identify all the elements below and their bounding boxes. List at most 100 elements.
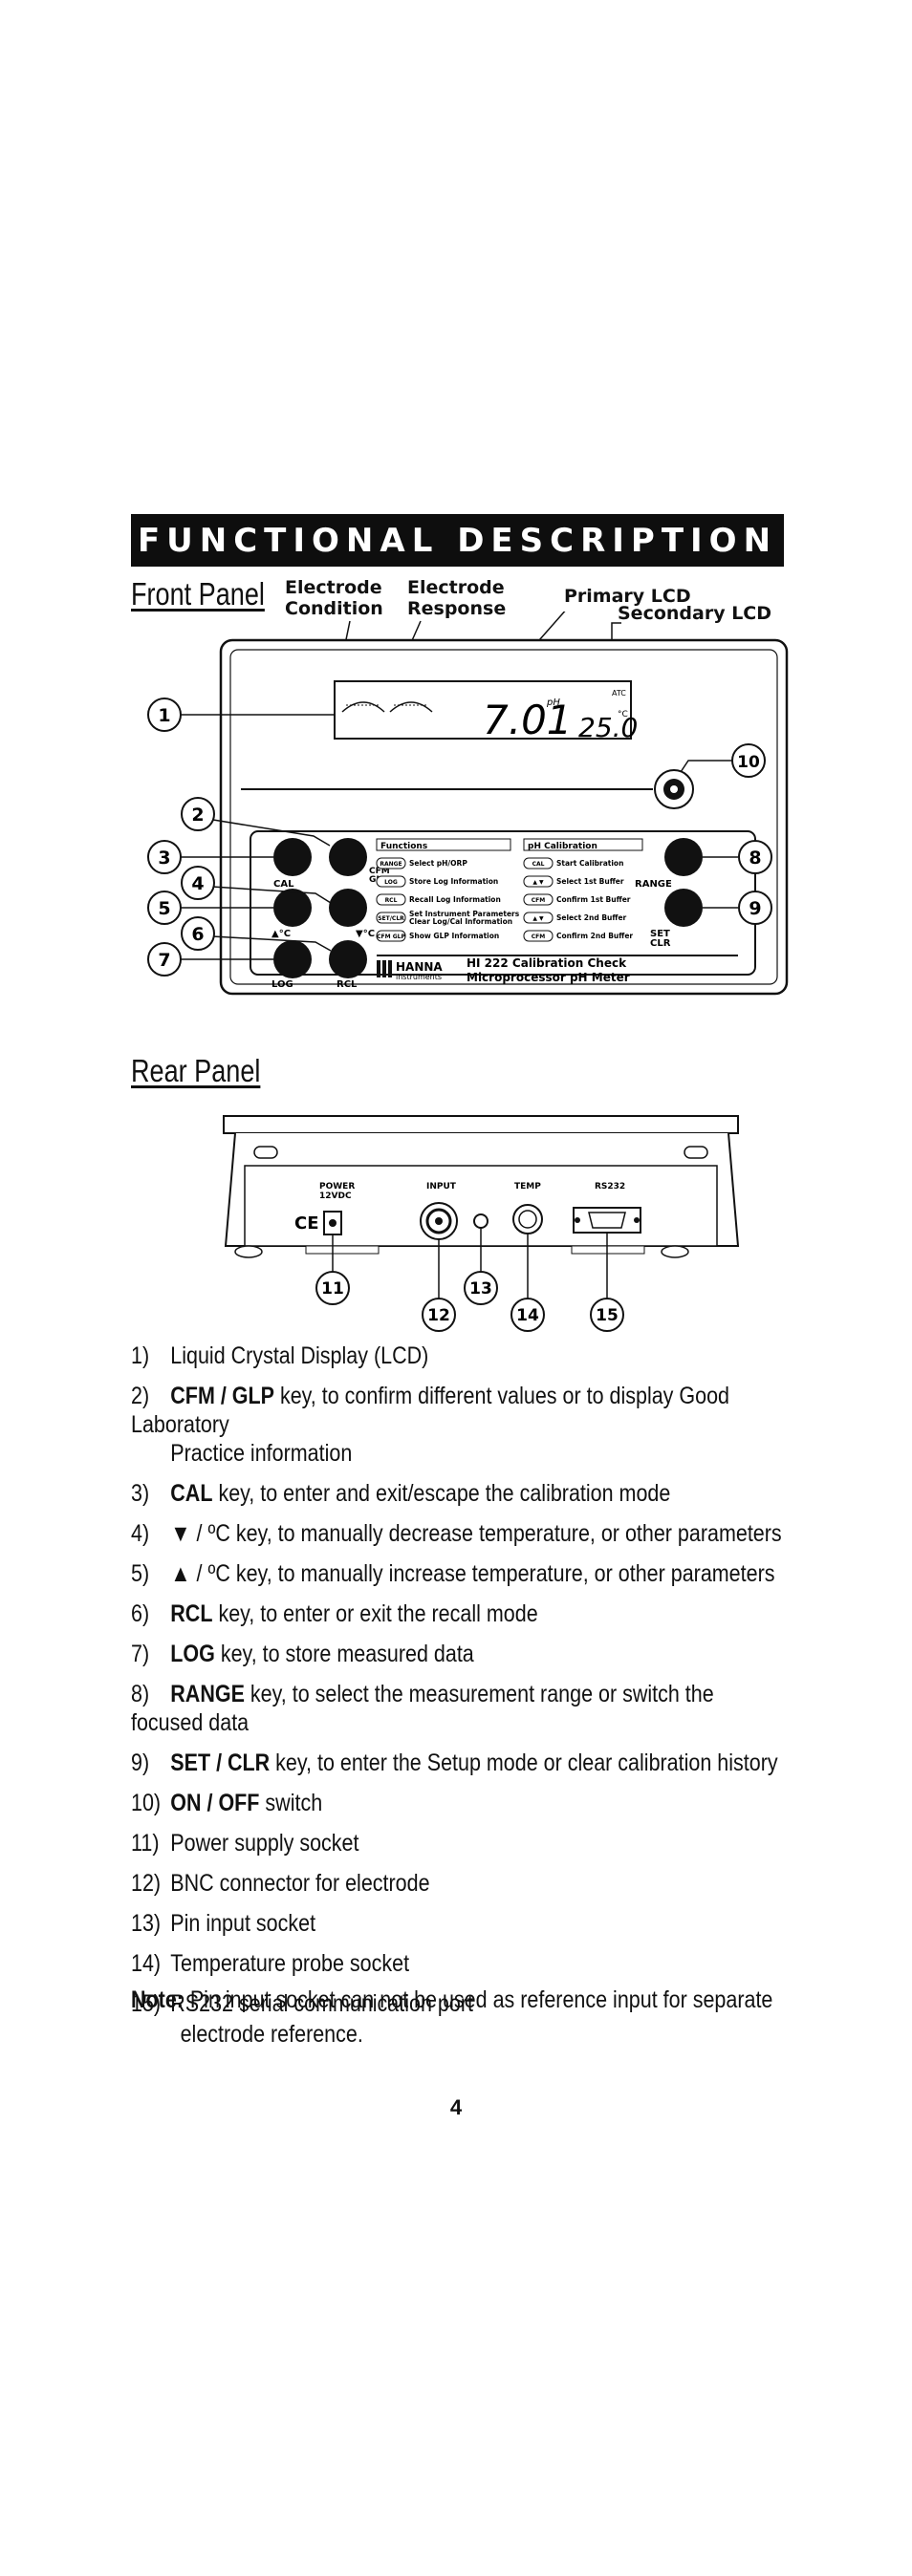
function-description: Select 2nd Buffer	[556, 913, 627, 922]
rs232-screw	[634, 1217, 640, 1223]
item-number: 9)	[131, 1750, 150, 1776]
front-panel-diagram: 7.01 pH ATC °C 25.0 CAL CFM GLP ▲°C ▼°C …	[147, 612, 789, 996]
marker-1: 1	[147, 698, 182, 732]
item-number: 2)	[131, 1383, 150, 1409]
lcd-secondary-unit: °C	[618, 710, 628, 719]
list-item: 13) Pin input socket	[131, 1909, 789, 1938]
item-number: 15)	[131, 1990, 162, 2017]
marker-number: 2	[191, 805, 204, 826]
list-item: 2)CFM / GLP key, to confirm different va…	[131, 1382, 789, 1468]
brand-logo-bar	[382, 960, 386, 977]
item-key: ▲	[170, 1560, 191, 1587]
key-pill-label: CAL	[532, 861, 545, 868]
page-title: FUNCTIONAL DESCRIPTION	[137, 521, 778, 560]
marker-number: 1	[158, 705, 170, 726]
item-number: 10)	[131, 1790, 162, 1816]
marker-6: 6	[181, 916, 215, 951]
function-description: Start Calibration	[556, 859, 623, 868]
note-label: Note:	[131, 1986, 184, 2013]
note: Note:Pin input socket can not be used as…	[131, 1983, 789, 2051]
item-text: key, to enter the Setup mode or clear ca…	[270, 1750, 778, 1776]
cal-key-label: CAL	[273, 879, 294, 890]
item-text: Power supply socket	[170, 1830, 359, 1857]
function-description: Show GLP Information	[409, 932, 499, 940]
marker-4: 4	[181, 866, 215, 900]
item-text: / ºC key, to manually increase temperatu…	[190, 1560, 775, 1587]
callout-line: Electrode	[285, 577, 382, 598]
marker-leader	[211, 886, 332, 904]
list-item: 10)ON / OFF switch	[131, 1789, 789, 1817]
marker-5: 5	[147, 891, 182, 925]
rear-panel-diagram: POWER 12VDC CE INPUT TEMP RS232 11 12 13…	[223, 1115, 740, 1332]
item-continuation: Practice information	[170, 1440, 353, 1467]
item-number: 12)	[131, 1870, 162, 1897]
brand-sub: instruments	[396, 973, 442, 981]
power-socket-pin	[329, 1219, 337, 1227]
marker-circle	[510, 1298, 545, 1332]
calibration-header: pH Calibration	[528, 842, 597, 851]
marker-number: 12	[427, 1306, 450, 1325]
item-key: ON / OFF	[170, 1790, 260, 1816]
rcl-key[interactable]	[329, 940, 367, 978]
cal-key[interactable]	[273, 838, 312, 876]
item-number: 13)	[131, 1910, 162, 1937]
key-pill	[376, 857, 406, 869]
key-pill	[376, 912, 406, 924]
marker-11: 11	[315, 1271, 350, 1305]
key-pill	[376, 875, 406, 888]
marker-number: 11	[321, 1279, 344, 1299]
cfm-key-label: CFM	[369, 867, 390, 876]
temperature-socket-inner	[518, 1210, 537, 1229]
range-key[interactable]	[664, 838, 703, 876]
cfm-glp-key[interactable]	[329, 838, 367, 876]
list-item: 12)BNC connector for electrode	[131, 1869, 789, 1898]
marker-12: 12	[422, 1298, 456, 1332]
item-number: 14)	[131, 1950, 162, 1977]
note-line-2: electrode reference.	[180, 2021, 363, 2048]
range-key-label: RANGE	[635, 879, 672, 890]
electrode-condition-callout: Electrode Condition	[285, 577, 383, 619]
callout-line: Condition	[285, 598, 383, 619]
log-key[interactable]	[273, 940, 312, 978]
marker-leader	[212, 819, 331, 847]
item-key: CAL	[170, 1480, 213, 1507]
key-pill	[523, 930, 554, 942]
item-text: Temperature probe socket	[170, 1950, 410, 1977]
up-temp-key[interactable]	[273, 889, 312, 927]
key-pill	[523, 857, 554, 869]
marker-13: 13	[464, 1271, 498, 1305]
pin-input-socket[interactable]	[473, 1213, 489, 1229]
function-description: Confirm 1st Buffer	[556, 895, 631, 904]
key-pill-label: ▲ ▼	[532, 879, 544, 886]
rear-leg	[661, 1245, 689, 1258]
list-item: 3)CAL key, to enter and exit/escape the …	[131, 1479, 789, 1508]
item-text: Pin input socket	[170, 1910, 316, 1937]
set-clr-key[interactable]	[664, 889, 703, 927]
key-pill	[376, 930, 406, 942]
lcd-atc: ATC	[612, 689, 626, 698]
functions-header-box	[376, 838, 511, 851]
rear-foot	[684, 1146, 708, 1159]
marker-number: 7	[158, 950, 170, 971]
lcd-primary-unit: pH	[546, 698, 560, 708]
function-description: Confirm 2nd Buffer	[556, 932, 633, 940]
description-list: 1)Liquid Crystal Display (LCD)2)CFM / GL…	[131, 1342, 791, 2029]
brand-name: HANNA	[396, 960, 443, 974]
down-temp-key[interactable]	[329, 889, 367, 927]
bnc-connector-pin	[435, 1217, 443, 1225]
marker-number: 5	[158, 898, 170, 919]
key-pill	[523, 893, 554, 906]
key-pill-label: ▲ ▼	[532, 915, 544, 922]
item-key: ▼	[170, 1520, 191, 1547]
functions-header: Functions	[380, 842, 427, 851]
response-gauge	[389, 701, 433, 713]
brand-logo-bar	[388, 960, 392, 977]
marker-number: 15	[596, 1306, 619, 1325]
down-temp-key-label: ▼°C	[356, 929, 375, 939]
log-key-label: LOG	[271, 979, 293, 990]
temp-label: TEMP	[514, 1182, 541, 1191]
title-bar: FUNCTIONAL DESCRIPTION	[131, 514, 784, 567]
marker-circle	[147, 891, 182, 925]
brand-logo-bar	[377, 960, 380, 977]
